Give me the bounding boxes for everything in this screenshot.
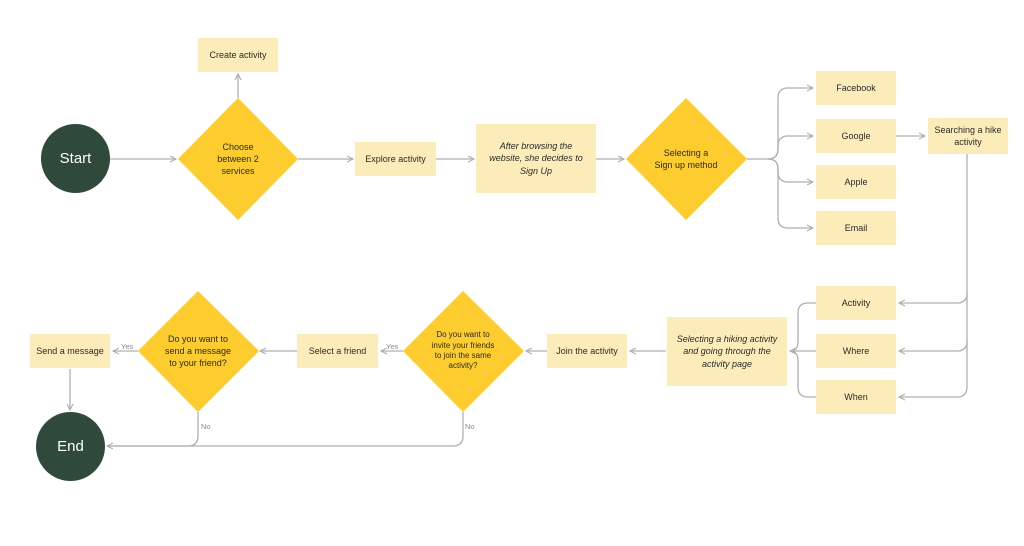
- signup-method-text: Selecting a Sign up method: [654, 147, 718, 170]
- where-filter-note: Where: [816, 334, 896, 368]
- join-activity-note: Join the activity: [547, 334, 627, 368]
- google-note: Google: [816, 119, 896, 153]
- no-invite-label: No: [465, 422, 475, 431]
- create-activity-note: Create activity: [198, 38, 278, 72]
- edge-search-to-where: [899, 293, 968, 351]
- choose-services-text: Choose between 2 services: [217, 141, 259, 177]
- yes-message-label: Yes: [121, 342, 134, 351]
- edge-signup-to-facebook: [767, 88, 813, 160]
- decision-signup-method: [626, 98, 747, 220]
- decision-send-message: [138, 291, 259, 412]
- activity-filter-note: Activity: [816, 286, 896, 320]
- edge-search-to-activity: [899, 154, 968, 303]
- selecting-hiking-note: Selecting a hiking activity and going th…: [667, 317, 787, 386]
- apple-note: Apple: [816, 165, 896, 199]
- select-friend-note: Select a friend: [297, 334, 378, 368]
- yes-invite-label: Yes: [386, 342, 399, 351]
- decision-invite-friends: [403, 291, 524, 412]
- edge-message-q-no: [107, 412, 199, 447]
- invite-friends-text: Do you want to invite your friends to jo…: [431, 330, 495, 371]
- edge-activity-merge: [789, 302, 816, 352]
- explore-activity-note: Explore activity: [355, 142, 436, 176]
- edge-when-merge: [789, 350, 816, 398]
- when-filter-note: When: [816, 380, 896, 414]
- searching-hike-note: Searching a hike activity: [928, 118, 1008, 154]
- after-browsing-note: After browsing the website, she decides …: [476, 124, 596, 193]
- email-note: Email: [816, 211, 896, 245]
- edge-signup-to-email: [767, 158, 813, 228]
- edge-invite-no: [107, 412, 464, 446]
- edge-signup-to-apple: [767, 158, 813, 182]
- no-message-label: No: [201, 422, 211, 431]
- send-message-question-text: Do you want to send a message to your fr…: [164, 333, 232, 369]
- edge-signup-to-google: [767, 136, 813, 160]
- edge-search-to-when: [899, 341, 968, 397]
- start-node: Start: [41, 124, 110, 193]
- decision-choose-services: [178, 98, 298, 220]
- facebook-note: Facebook: [816, 71, 896, 105]
- send-message-note: Send a message: [30, 334, 110, 368]
- end-node: End: [36, 412, 105, 481]
